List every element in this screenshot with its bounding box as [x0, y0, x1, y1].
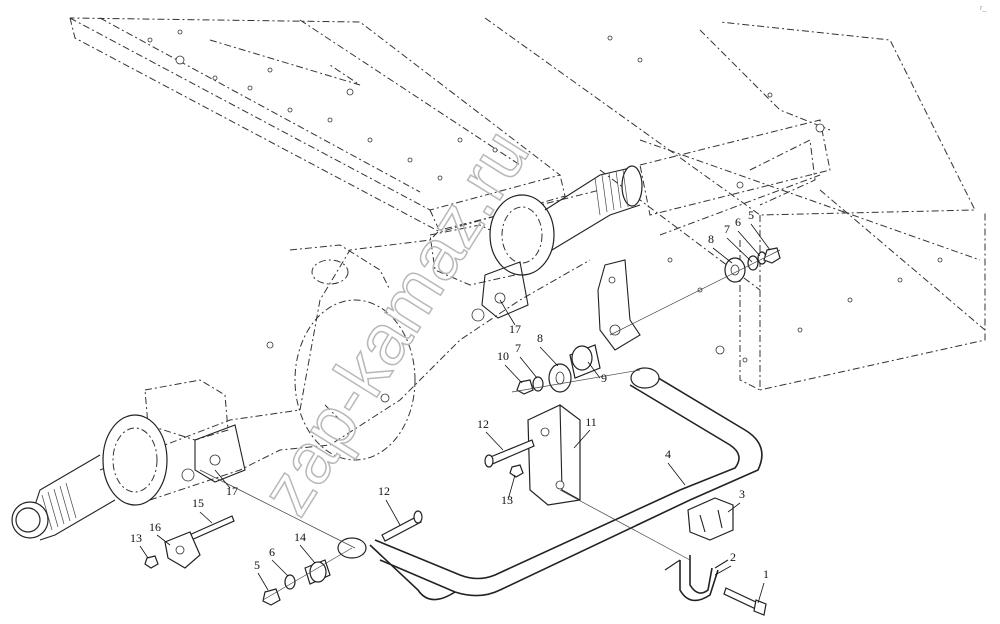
callout-c17a: 17 [509, 322, 521, 336]
spacer-9 [569, 344, 601, 379]
frame-cross-member [639, 119, 831, 236]
bushing-8-lower [548, 363, 572, 393]
bushing-8-upper [724, 257, 746, 283]
callout-c13b: 13 [130, 531, 142, 545]
callout-c12a: 12 [477, 417, 489, 431]
callout-c4: 4 [665, 447, 671, 461]
clamp-2 [664, 555, 729, 602]
callout-c11: 11 [585, 415, 597, 429]
callout-c15: 15 [192, 496, 204, 510]
callout-c9: 9 [601, 371, 607, 385]
callout-c2: 2 [730, 550, 736, 564]
stabilizer-bar [337, 367, 763, 601]
callout-c8a: 8 [708, 232, 714, 246]
callout-c6a: 6 [735, 215, 741, 229]
stabilizer-bracket-right [471, 261, 529, 322]
callout-c16: 16 [149, 520, 161, 534]
callout-c6b: 6 [269, 545, 275, 559]
right-hub [489, 165, 643, 276]
callout-c5b: 5 [254, 558, 260, 572]
callout-c12b: 12 [378, 484, 390, 498]
callout-c3: 3 [739, 487, 745, 501]
callout-c13a: 13 [501, 493, 513, 507]
callout-c5a: 5 [748, 208, 754, 222]
callout-c7b: 7 [515, 341, 521, 355]
bolt-1 [723, 587, 767, 616]
nut-5-upper [763, 247, 781, 264]
frame-link-bracket [597, 259, 641, 351]
callout-c8b: 8 [537, 331, 543, 345]
callout-c14: 14 [294, 530, 306, 544]
link-bracket-11 [527, 404, 581, 506]
leader-lines [139, 223, 771, 604]
callout-c1: 1 [763, 567, 769, 581]
bushing-14 [304, 559, 331, 585]
callout-c17b: 17 [226, 484, 238, 498]
nut-13-lower [144, 555, 159, 569]
washer-7-lower [532, 376, 544, 392]
frame-holes [147, 29, 943, 363]
stabilizer-bracket-left [181, 424, 246, 483]
bolt-12-upper [484, 439, 535, 468]
bolt-12-lower [381, 510, 423, 542]
plate-16 [164, 531, 201, 569]
left-hub [11, 414, 168, 541]
callout-c10: 10 [497, 349, 509, 363]
washer-7-upper [747, 255, 759, 271]
frame-right-rail [484, 17, 986, 391]
frame-left-rail [69, 17, 566, 233]
cushion-3 [687, 497, 734, 541]
corner-mark: r_ [980, 5, 986, 12]
nut-13-upper [509, 464, 524, 478]
callout-c7a: 7 [724, 222, 730, 236]
nut-10 [516, 379, 534, 395]
